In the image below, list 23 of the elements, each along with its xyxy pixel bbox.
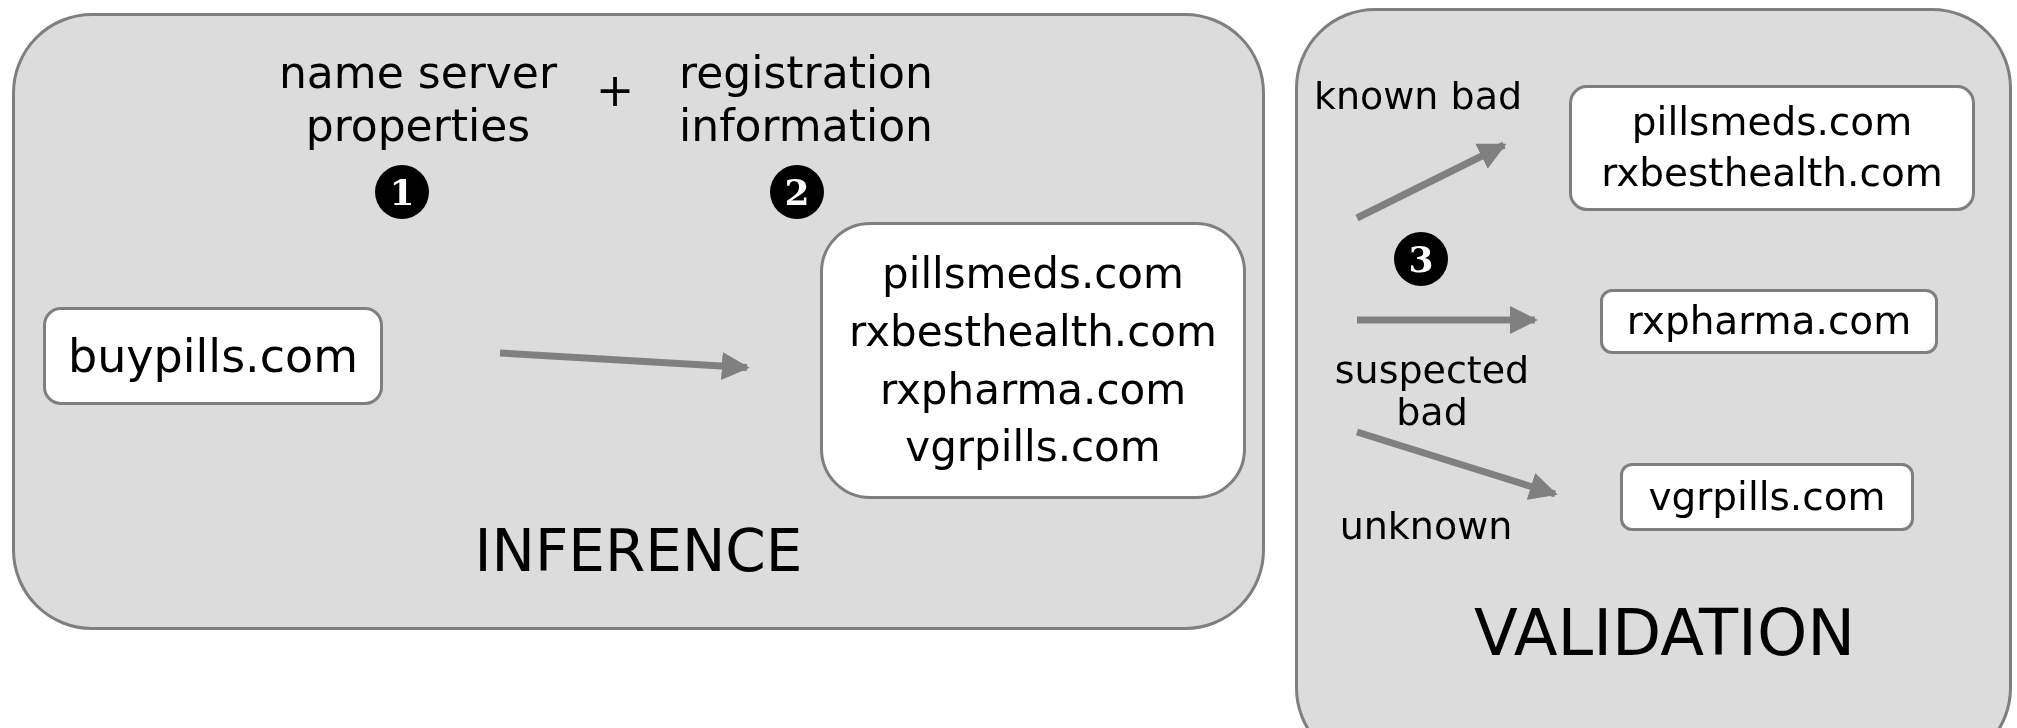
panel (12, 13, 1265, 630)
edge-label: suspected bad (1333, 350, 1531, 434)
domain-box (1600, 289, 1938, 354)
arrow (499, 349, 750, 380)
feature-label: registration information (678, 47, 934, 153)
domain-box (820, 222, 1246, 499)
feature-label: + (595, 61, 635, 119)
feature-label: name server properties (277, 47, 559, 153)
panel-title: INFERENCE (474, 516, 803, 587)
panel (1295, 8, 2012, 728)
domain-list: rxpharma.com (1626, 292, 1912, 351)
domain-list: pillsmeds.com rxbesthealth.com rxpharma.com vgrpills.com (835, 244, 1231, 477)
domain-list: buypills.com (68, 321, 358, 391)
panel-title: VALIDATION (1474, 595, 1856, 672)
arrow (1355, 428, 1558, 500)
edge-label: unknown (1338, 506, 1514, 548)
domain-box (1620, 463, 1914, 531)
domain-list: pillsmeds.com rxbesthealth.com (1580, 97, 1964, 199)
domain-box (1569, 85, 1975, 211)
domain-list: vgrpills.com (1648, 467, 1886, 527)
arrow (1355, 141, 1507, 222)
edge-label: known bad (1312, 76, 1524, 118)
domain-box (43, 307, 383, 405)
